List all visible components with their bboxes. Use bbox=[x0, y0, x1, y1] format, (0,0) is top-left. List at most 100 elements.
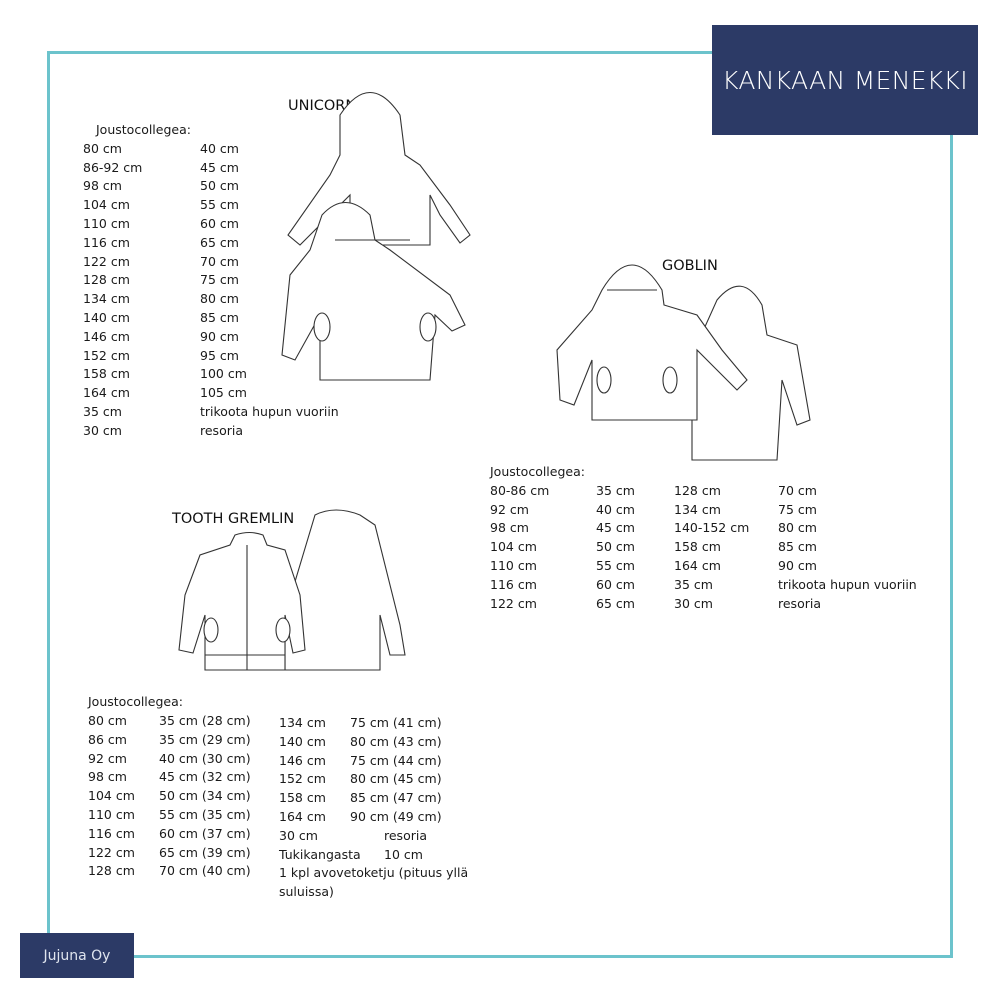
table-cell: 80 cm bbox=[83, 140, 122, 156]
table-cell: 140-152 cm bbox=[674, 520, 750, 536]
table-cell: 140 cm bbox=[83, 309, 130, 325]
table-cell: 116 cm bbox=[83, 234, 130, 250]
table-cell: 10 cm bbox=[384, 846, 423, 862]
table-cell: 110 cm bbox=[88, 806, 135, 822]
table-cell: 98 cm bbox=[490, 520, 529, 536]
table-cell: 104 cm bbox=[88, 788, 135, 804]
table-cell: 164 cm bbox=[674, 557, 721, 573]
table-cell: 116 cm bbox=[490, 576, 537, 592]
table-cell: 75 cm bbox=[200, 272, 239, 288]
table-cell: 65 cm bbox=[200, 234, 239, 250]
table-cell: 100 cm bbox=[200, 366, 247, 382]
tooth-gremlin-title: TOOTH GREMLIN bbox=[172, 511, 295, 527]
table-cell: 50 cm bbox=[200, 178, 239, 194]
table-cell: 55 cm bbox=[200, 197, 239, 213]
table-cell: 60 cm bbox=[596, 576, 635, 592]
table-cell: 60 cm (37 cm) bbox=[159, 825, 251, 841]
table-cell: 90 cm (49 cm) bbox=[350, 808, 442, 824]
table-cell: 80 cm bbox=[778, 520, 817, 536]
table-cell: 80 cm (45 cm) bbox=[350, 771, 442, 787]
goblin-title: GOBLIN bbox=[662, 258, 718, 274]
table-cell: 134 cm bbox=[674, 501, 721, 517]
table-row: 116 cm 65 cm bbox=[83, 234, 239, 253]
table-cell: 86 cm bbox=[88, 731, 127, 747]
table-cell: 80-86 cm bbox=[490, 482, 550, 498]
table-row: 158 cm 100 cm bbox=[83, 365, 247, 384]
table-row: 110 cm 55 cm (35 cm) bbox=[88, 806, 278, 825]
unicorn-garment-illustration bbox=[281, 91, 471, 381]
table-cell: 110 cm bbox=[490, 557, 537, 573]
table-cell: 55 cm (35 cm) bbox=[159, 806, 251, 822]
table-cell: 35 cm (29 cm) bbox=[159, 731, 251, 747]
table-cell: 30 cm bbox=[83, 422, 122, 438]
table-row: 98 cm 50 cm bbox=[83, 177, 239, 196]
table-row: 80 cm 40 cm bbox=[83, 140, 239, 159]
table-cell: 110 cm bbox=[83, 215, 130, 231]
table-cell: 86-92 cm bbox=[83, 159, 143, 175]
zipper-note: 1 kpl avovetoketju (pituus yllä suluissa… bbox=[279, 865, 469, 900]
table-cell: 80 cm bbox=[200, 291, 239, 307]
table-cell: 152 cm bbox=[83, 347, 130, 363]
table-cell: 40 cm bbox=[200, 140, 239, 156]
table-cell: 50 cm (34 cm) bbox=[159, 788, 251, 804]
table-cell: 146 cm bbox=[279, 752, 326, 768]
table-cell: 90 cm bbox=[778, 557, 817, 573]
table-row: 140 cm 85 cm bbox=[83, 309, 239, 328]
table-cell: 164 cm bbox=[83, 385, 130, 401]
table-cell: 104 cm bbox=[490, 539, 537, 555]
brand-label: Jujuna Oy bbox=[20, 933, 134, 978]
table-cell: 50 cm bbox=[596, 539, 635, 555]
table-cell: 90 cm bbox=[200, 328, 239, 344]
table-cell: 45 cm (32 cm) bbox=[159, 769, 251, 785]
table-cell: 40 cm bbox=[596, 501, 635, 517]
table-row: 104 cm 55 cm bbox=[83, 196, 239, 215]
table-cell: 105 cm bbox=[200, 385, 247, 401]
table-cell: 40 cm (30 cm) bbox=[159, 750, 251, 766]
tooth-gremlin-fabric-label: Joustocollegea: bbox=[88, 694, 183, 709]
table-cell: 35 cm (28 cm) bbox=[159, 713, 251, 728]
goblin-garment-illustration bbox=[556, 264, 811, 461]
table-cell: 70 cm bbox=[778, 482, 817, 498]
table-cell: 164 cm bbox=[279, 808, 326, 824]
table-cell: 134 cm bbox=[279, 715, 326, 730]
table-cell: 122 cm bbox=[490, 595, 537, 611]
table-cell: 128 cm bbox=[88, 863, 135, 879]
table-cell: 85 cm bbox=[200, 309, 239, 325]
table-cell: 104 cm bbox=[83, 197, 130, 213]
table-row: 134 cm 75 cm (41 cm) bbox=[279, 714, 489, 733]
table-cell: 75 cm (41 cm) bbox=[350, 715, 442, 730]
unicorn-title: UNICORN bbox=[288, 98, 357, 114]
table-cell: 75 cm bbox=[778, 501, 817, 517]
table-cell: 98 cm bbox=[83, 178, 122, 194]
table-cell: resoria bbox=[778, 595, 821, 611]
table-cell: 158 cm bbox=[83, 366, 130, 382]
table-cell: 60 cm bbox=[200, 215, 239, 231]
table-row: 146 cm 90 cm bbox=[83, 328, 239, 347]
table-cell: 158 cm bbox=[674, 539, 721, 555]
table-cell: 128 cm bbox=[674, 482, 721, 498]
table-cell: 80 cm (43 cm) bbox=[350, 733, 442, 749]
table-cell: 146 cm bbox=[83, 328, 130, 344]
